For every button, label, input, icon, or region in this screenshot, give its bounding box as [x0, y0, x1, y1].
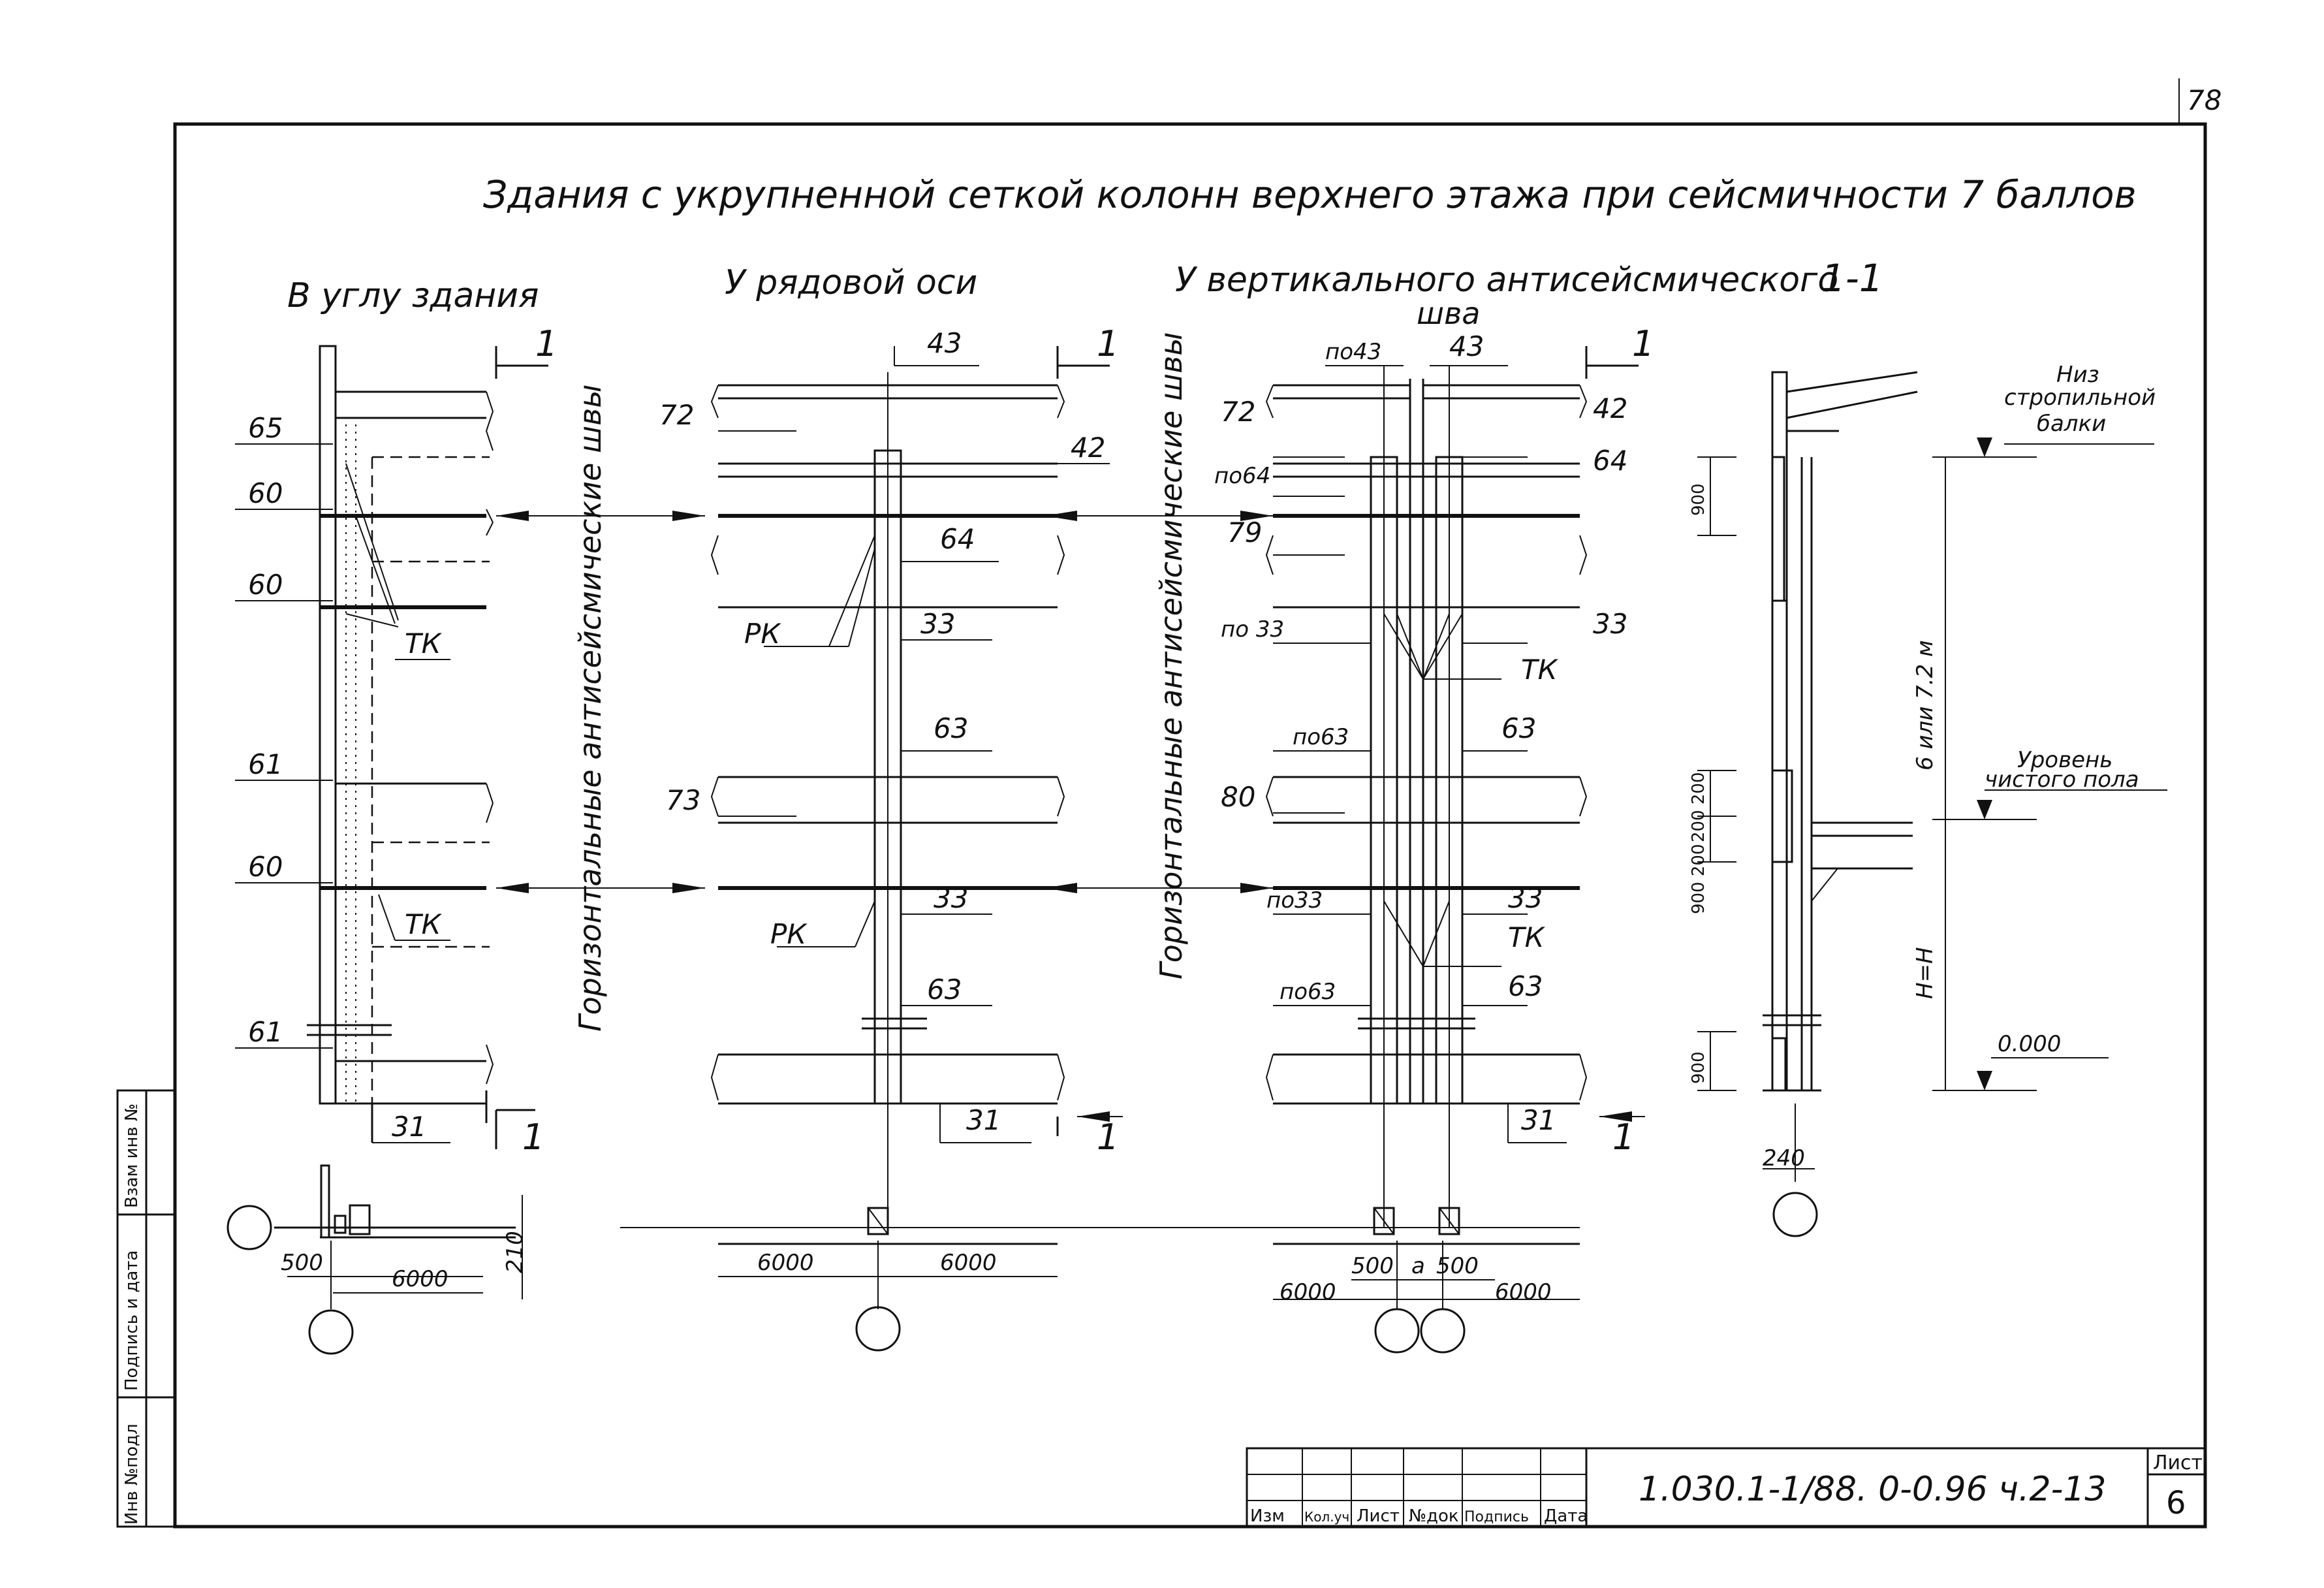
- label-42-joint: 42: [1593, 392, 1627, 424]
- dim-6000-axis-r: 6000: [940, 1250, 997, 1276]
- dim-900-top: 900: [1689, 483, 1708, 516]
- label-po33b: по33: [1266, 887, 1323, 913]
- note-top-3: балки: [2037, 411, 2106, 437]
- tb-podpis: Подпись: [1464, 1509, 1529, 1525]
- label-tk-joint-1: ТК: [1521, 654, 1559, 686]
- label-po43: по43: [1325, 339, 1381, 365]
- label-33-joint-b: 33: [1508, 882, 1543, 914]
- label-63a: 63: [934, 712, 968, 744]
- view-title-ordinary-axis: У рядовой оси: [725, 263, 977, 302]
- dim-900-200: 900 200: [1689, 844, 1708, 914]
- label-72-joint: 72: [1221, 396, 1255, 428]
- dim-200-200: 200 200: [1689, 772, 1708, 842]
- view-title-seismic-joint-2: шва: [1417, 296, 1480, 331]
- label-63-joint-b: 63: [1508, 970, 1543, 1002]
- section-view: [1697, 371, 2167, 1237]
- level-0000: 0.000: [1998, 1031, 2061, 1057]
- section-mark-1d: 1: [1097, 1117, 1119, 1158]
- label-43-joint: 43: [1449, 330, 1484, 362]
- label-33-joint-a: 33: [1593, 608, 1627, 640]
- label-31-joint: 31: [1521, 1104, 1556, 1136]
- document-code: 1.030.1-1/88. 0-0.96 ч.2-13: [1639, 1470, 2107, 1509]
- side-stamp: [116, 1089, 176, 1528]
- label-33a: 33: [920, 608, 955, 640]
- label-tk-joint-2: ТК: [1508, 921, 1546, 953]
- label-42: 42: [1071, 432, 1105, 464]
- tb-data: Дата: [1544, 1506, 1588, 1526]
- dim-210-corner: 210: [502, 1231, 528, 1273]
- view-title-seismic-joint: У вертикального антисейсмического: [1175, 261, 1838, 300]
- label-rk-1: РК: [744, 618, 781, 650]
- dim-6000-axis-l: 6000: [757, 1250, 814, 1276]
- view-title-corner: В углу здания: [287, 276, 539, 315]
- label-79: 79: [1227, 516, 1262, 548]
- dim-6000-joint-l: 6000: [1280, 1279, 1336, 1305]
- sheet-number: 6: [2166, 1485, 2186, 1521]
- label-73: 73: [666, 784, 700, 816]
- label-64-joint: 64: [1593, 445, 1627, 477]
- label-60c: 60: [248, 851, 283, 883]
- label-po33a: по 33: [1221, 616, 1284, 643]
- tb-list: Лист: [1357, 1506, 1400, 1526]
- label-rk-2: РК: [770, 918, 808, 950]
- note-mid-2: чистого пола: [1985, 767, 2139, 793]
- section-mark-1e: 1: [1632, 323, 1654, 364]
- sheet-label: Лист: [2153, 1452, 2203, 1474]
- height-upper: 6 или 7.2 м: [1912, 640, 1938, 770]
- joint-arrows: [496, 511, 1645, 1228]
- label-60b: 60: [248, 569, 283, 601]
- ordinary-axis-view: [710, 346, 1110, 1352]
- label-61b: 61: [248, 1016, 283, 1048]
- drawing-frame: [173, 122, 2207, 1529]
- seismic-joint-view: [1265, 346, 1639, 1354]
- section-mark-1c: 1: [1097, 323, 1119, 364]
- label-tk-1: ТК: [405, 627, 443, 659]
- label-33b: 33: [934, 882, 968, 914]
- vertical-label-right: Горизонтальные антисейсмические швы: [1154, 332, 1189, 979]
- stamp-podpis-data: Подпись и дата: [122, 1250, 142, 1391]
- stamp-inv-podl: Инв №подл: [122, 1423, 142, 1525]
- label-65: 65: [248, 412, 283, 444]
- label-80: 80: [1221, 781, 1255, 813]
- note-top-2: стропильной: [2004, 385, 2156, 411]
- label-po64: по64: [1214, 463, 1270, 489]
- label-64: 64: [940, 523, 975, 555]
- label-63b: 63: [927, 974, 962, 1006]
- dim-6000-corner: 6000: [392, 1266, 448, 1292]
- label-61a: 61: [248, 748, 283, 780]
- note-top-1: Низ: [2056, 362, 2099, 388]
- label-43: 43: [927, 327, 962, 359]
- sheet-title: Здания с укрупненной сеткой колонн верхн…: [483, 172, 2137, 217]
- dim-a-joint: а: [1411, 1253, 1425, 1279]
- view-title-section: 1-1: [1821, 256, 1883, 300]
- dim-500-corner: 500: [281, 1250, 323, 1276]
- stamp-vzam-inv: Взам инв №: [122, 1104, 142, 1208]
- dim-900-bottom: 900: [1689, 1051, 1708, 1084]
- label-tk-2: ТК: [405, 908, 443, 940]
- label-po63a: по63: [1293, 724, 1349, 750]
- tb-izm: Изм: [1250, 1506, 1285, 1526]
- label-31-axis: 31: [966, 1104, 1001, 1136]
- label-po63b: по63: [1280, 979, 1336, 1005]
- section-mark-1f: 1: [1612, 1117, 1635, 1158]
- sheet-number-corner: 78: [2187, 84, 2222, 116]
- corner-view: [227, 345, 548, 1355]
- note-mid-1: Уровень: [2017, 747, 2112, 773]
- vertical-label-left: Горизонтальные антисейсмические швы: [573, 384, 608, 1032]
- label-63-joint-a: 63: [1501, 712, 1536, 744]
- label-31-corner: 31: [392, 1111, 426, 1143]
- tb-ndok: №док: [1409, 1506, 1459, 1526]
- label-72: 72: [659, 399, 694, 431]
- tb-kol-uch: Кол.уч: [1304, 1509, 1349, 1525]
- dim-6000-joint-r: 6000: [1495, 1279, 1552, 1305]
- dim-500-joint-l: 500: [1351, 1253, 1394, 1279]
- section-mark-1b: 1: [522, 1117, 544, 1158]
- dim-500-joint-r: 500: [1436, 1253, 1479, 1279]
- dim-240: 240: [1763, 1145, 1805, 1171]
- height-lower: Н=Н: [1912, 947, 1938, 999]
- title-block: [1246, 1447, 2206, 1528]
- section-mark-1a: 1: [535, 323, 557, 364]
- label-60a: 60: [248, 477, 283, 509]
